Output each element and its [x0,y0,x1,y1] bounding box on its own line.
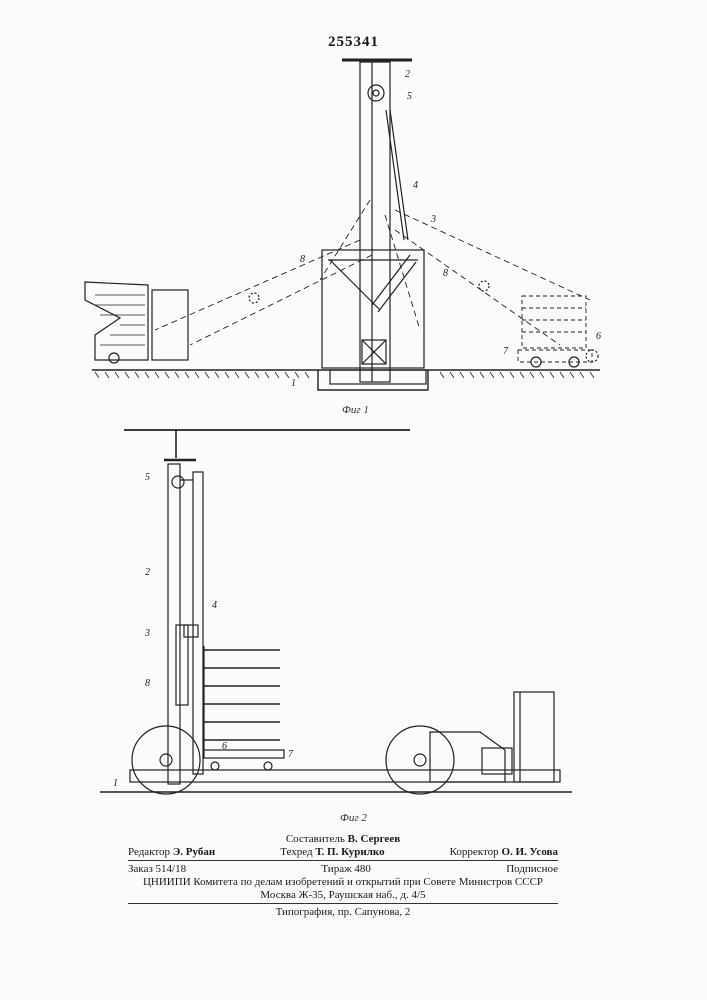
fig2-label-2: 2 [145,567,150,578]
fig1-label-8-left: 8 [300,254,305,265]
imprint-block: Составитель В. Сергеев Редактор Э. Рубан… [128,833,558,919]
figure-2-drawing: 5 2 4 3 8 6 7 1 [0,420,707,860]
fig1-label-2: 2 [405,69,410,80]
fig2-label-1: 1 [113,778,118,789]
institute-line: ЦНИИПИ Комитета по делам изобретений и о… [128,876,558,889]
editors-line: Редактор Э. Рубан Техред Т. П. Курилко К… [128,846,558,859]
order-line: Заказ 514/18 Тираж 480 Подписное [128,863,558,876]
address-line: Москва Ж-35, Раушская наб., д. 4/5 [128,889,558,902]
figure-1-caption: Фиг 1 [342,404,369,416]
compiler-label: Составитель [286,833,345,845]
fig1-label-6: 6 [596,331,601,342]
circulation: Тираж 480 [321,863,371,876]
printing-line: Типография, пр. Сапунова, 2 [128,906,558,919]
fig2-label-6: 6 [222,741,227,752]
techeditor-label: Техред [280,846,312,858]
imprint-divider [128,860,558,861]
fig2-label-4: 4 [212,600,217,611]
fig1-label-8-right: 8 [443,268,448,279]
fig1-label-1: 1 [291,378,296,389]
editor-name: Э. Рубан [173,846,215,858]
fig1-label-4: 4 [413,180,418,191]
fig2-label-3: 3 [144,628,150,639]
fig1-label-5: 5 [407,91,412,102]
figure-1-drawing: 2 5 4 3 8 8 7 6 1 [0,0,707,440]
subscription: Подписное [506,863,558,876]
imprint-divider-2 [128,903,558,904]
fig2-label-8: 8 [145,678,150,689]
compiler-name: В. Сергеев [348,833,400,845]
compiler-line: Составитель В. Сергеев [128,833,558,846]
techeditor-name: Т. П. Курилко [315,846,384,858]
figure-2-caption: Фиг 2 [340,812,367,824]
fig2-label-5: 5 [145,472,150,483]
fig2-label-7: 7 [288,749,294,760]
corrector-label: Корректор [450,846,499,858]
corrector-name: О. И. Усова [501,846,558,858]
fig1-label-7: 7 [503,346,509,357]
order-number: Заказ 514/18 [128,863,186,876]
editor-label: Редактор [128,846,170,858]
fig1-label-3: 3 [430,214,436,225]
